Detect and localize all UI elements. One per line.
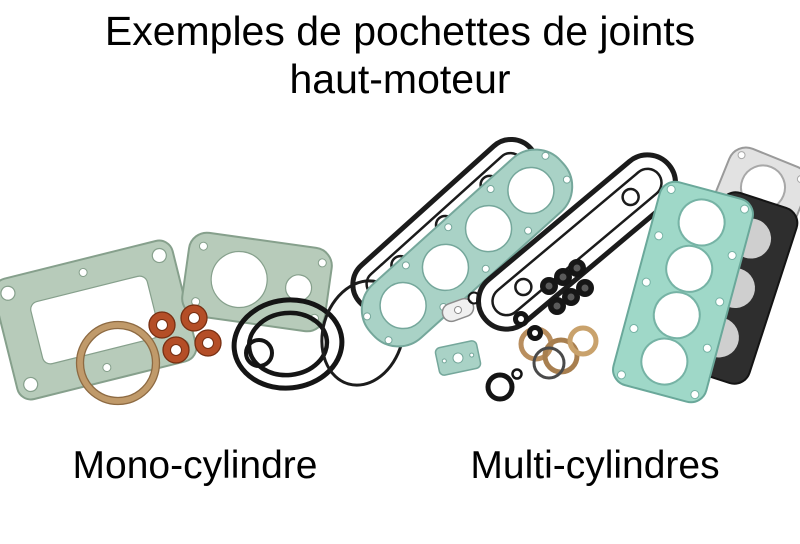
cam-cover-gasket-teal bbox=[360, 148, 574, 348]
o-ring-and-small-washer bbox=[485, 368, 523, 402]
small-oval-gasket bbox=[441, 297, 475, 323]
teal-head-gasket bbox=[612, 180, 754, 404]
valve-cover-gasket-right bbox=[476, 152, 678, 332]
rocker-cover-gasket bbox=[181, 231, 333, 333]
mono-cylinder-gasket-set bbox=[0, 231, 406, 406]
copper-sealing-ring bbox=[75, 320, 161, 406]
small-teal-plate-gasket bbox=[434, 340, 482, 376]
cylinder-base-gasket bbox=[0, 239, 198, 401]
page-title: Exemples de pochettes de joints haut-mot… bbox=[0, 8, 800, 104]
title-line-2: haut-moteur bbox=[289, 55, 511, 102]
multi-cylinder-label: Multi-cylindres bbox=[470, 444, 720, 487]
mono-cylinder-label: Mono-cylindre bbox=[72, 444, 318, 487]
gasket-sets-illustration bbox=[0, 136, 800, 406]
copper-exhaust-washers bbox=[148, 304, 222, 364]
small-oil-seals bbox=[513, 311, 543, 341]
valve-stem-seals bbox=[540, 259, 594, 315]
small-snap-ring bbox=[467, 291, 481, 305]
multi-cylinder-gasket-set bbox=[350, 136, 800, 404]
title-line-1: Exemples de pochettes de joints bbox=[104, 8, 696, 54]
